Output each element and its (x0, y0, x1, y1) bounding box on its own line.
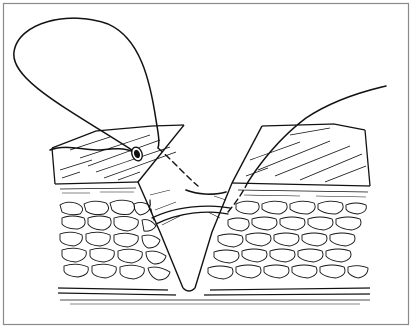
figure-border (4, 4, 409, 325)
fascia-layer (58, 288, 370, 304)
skin-surface-right (232, 124, 370, 197)
wound-edges (138, 125, 262, 291)
thread-tail (50, 147, 134, 152)
thread-loose-loop (14, 18, 159, 152)
skin-surface-left (52, 125, 184, 193)
thread-in-tissue-left (158, 148, 198, 186)
thread-across-gap (186, 190, 226, 194)
